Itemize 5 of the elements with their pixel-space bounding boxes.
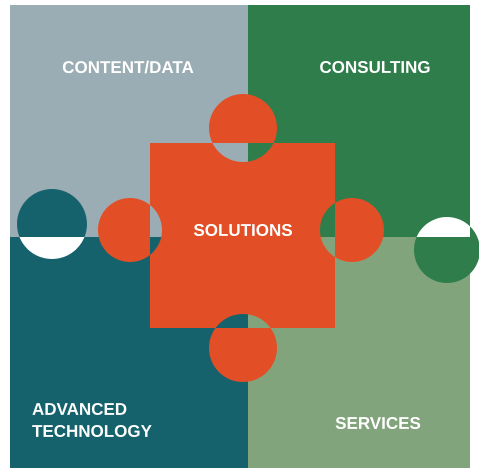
piece-label: SOLUTIONS <box>194 224 292 236</box>
piece-label: ADVANCED TECHNOLOGY <box>32 402 152 438</box>
piece-label: CONSULTING <box>320 60 430 74</box>
piece-label: SERVICES <box>336 416 420 430</box>
piece-label: CONTENT/DATA <box>62 60 194 74</box>
